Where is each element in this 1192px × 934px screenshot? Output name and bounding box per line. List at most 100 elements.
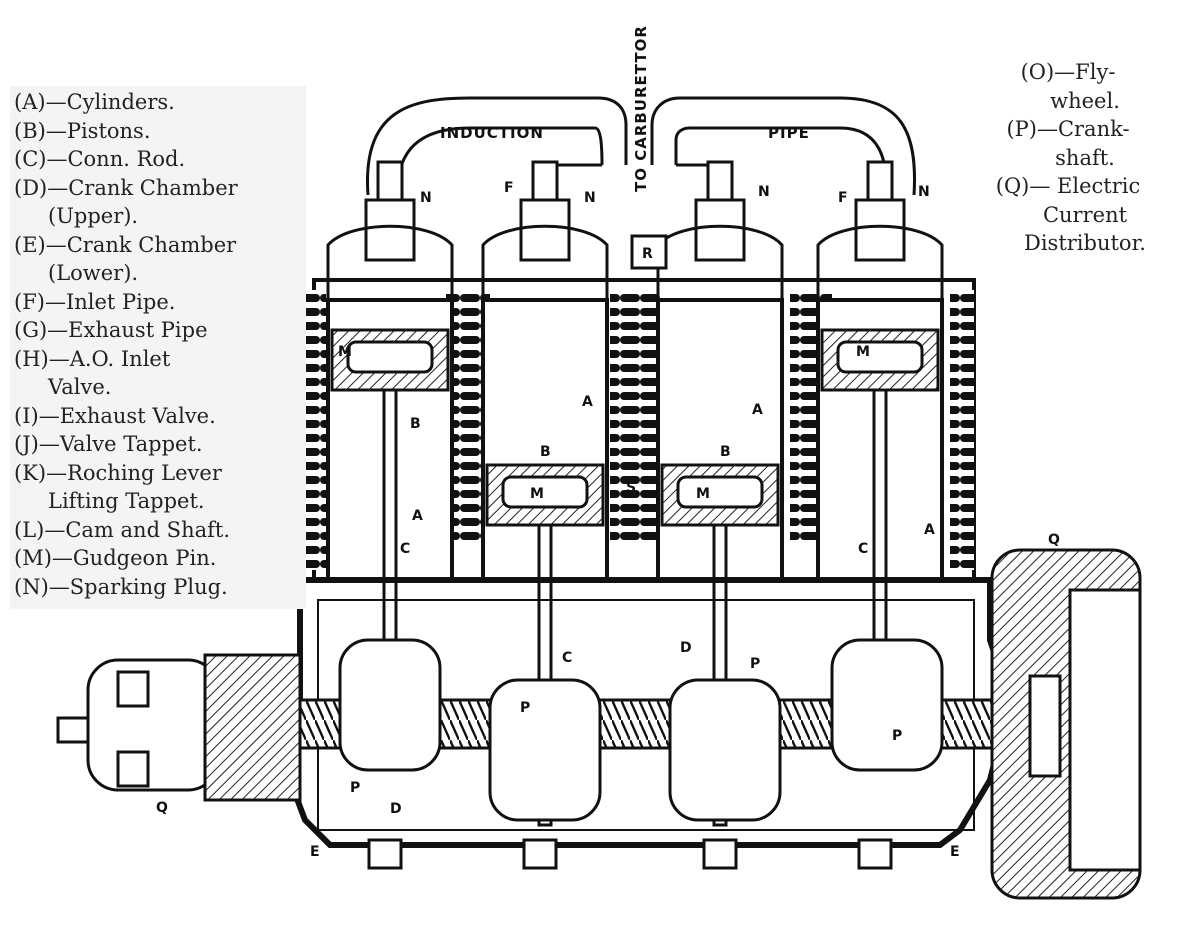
label-b-3: B (720, 444, 731, 460)
flywheel (990, 548, 1142, 900)
label-p-1: P (520, 700, 530, 716)
legend-key: (M) (14, 546, 52, 570)
legend-text: —Crank Chamber (45, 232, 237, 257)
legend-key: (D) (14, 175, 48, 200)
cooling-fins-right (950, 290, 974, 570)
legend-continuation: (Upper). (48, 204, 139, 228)
legend-left-entry: (G)—Exhaust Pipe (14, 316, 306, 345)
label-c-2: C (562, 650, 572, 666)
label-a-2: A (752, 402, 763, 418)
label-b-1: B (410, 416, 421, 432)
legend-key: (J) (14, 432, 39, 456)
legend-text: —Pistons. (45, 118, 151, 143)
label-m-3: M (696, 486, 710, 502)
label-q-2: Q (1048, 532, 1060, 548)
cooling-fins-2 (610, 290, 660, 540)
legend-left-entry: (E)—Crank Chamber (Lower). (14, 231, 306, 288)
legend-key: (B) (14, 118, 46, 143)
spark-plug-2 (481, 160, 609, 300)
legend-text: —Inlet Pipe. (44, 289, 176, 314)
label-p-4: P (892, 728, 902, 744)
spark-plug-4 (816, 160, 944, 300)
legend-right-entry: (O)—Fly-wheel. (978, 58, 1158, 115)
piston-2 (485, 463, 605, 527)
conn-rod-1 (382, 388, 398, 662)
label-m-2: M (530, 486, 544, 502)
distributor (56, 653, 302, 802)
legend-text: —Gudgeon Pin. (51, 546, 217, 570)
label-e-2: E (950, 844, 960, 860)
piston-1 (330, 328, 450, 392)
label-m-4: M (856, 344, 870, 360)
label-f-2: F (838, 190, 848, 206)
label-d-2: D (390, 801, 402, 817)
label-n-2: N (584, 190, 596, 206)
legend-text: —Roching Lever (46, 460, 222, 485)
pipe-label: PIPE (768, 124, 810, 142)
legend-continuation: wheel. (1050, 88, 1120, 113)
legend-key: (I) (14, 403, 39, 428)
legend-text: —A.O. Inlet (48, 346, 171, 371)
legend-key: (O) (1020, 60, 1055, 84)
cylinder-1 (326, 160, 454, 662)
legend-key: (E) (14, 232, 46, 257)
label-p-2: P (750, 656, 760, 672)
legend-left-entry: (D)—Crank Chamber (Upper). (14, 174, 306, 231)
legend-left-entry: (A)—Cylinders. (14, 88, 306, 117)
legend-key: (L) (14, 517, 45, 542)
label-b-2: B (540, 444, 551, 460)
cylinder-4 (816, 160, 944, 662)
label-a-1: A (582, 394, 593, 410)
legend-continuation: Current (1042, 202, 1128, 227)
legend-continuation: (Lower). (48, 261, 139, 285)
legend-text: —Sparking Plug. (48, 574, 228, 599)
legend-left-entry: (M)—Gudgeon Pin. (14, 544, 306, 573)
base-bolt-1 (367, 838, 403, 870)
legend-right: (O)—Fly-wheel.(P)—Crank-shaft.(Q)— Elect… (978, 58, 1158, 258)
base-bolt-4 (857, 838, 893, 870)
label-a-4: A (924, 522, 935, 538)
label-p-3: P (350, 780, 360, 796)
to-carburettor-label: TO CARBURETTOR (632, 25, 650, 192)
label-e-1: E (310, 844, 320, 860)
legend-text: —Exhaust Pipe (47, 318, 208, 342)
label-f-1: F (504, 180, 514, 196)
label-r: R (642, 246, 653, 262)
piston-3 (660, 463, 780, 527)
label-c-3: C (858, 541, 868, 557)
spark-plug-1 (326, 160, 454, 300)
legend-left-entry: (I)—Exhaust Valve. (14, 402, 306, 431)
label-m-1: M (338, 344, 352, 360)
legend-right-entry: (P)—Crank-shaft. (978, 115, 1158, 172)
legend-left-entry: (J)—Valve Tappet. (14, 430, 306, 459)
legend-continuation: shaft. (1055, 145, 1115, 170)
junction-r (630, 234, 668, 270)
label-c-1: C (400, 541, 410, 557)
legend-continuation: Distributor. (1024, 231, 1146, 255)
label-d-1: D (680, 640, 692, 656)
legend-text: —Fly- (1054, 60, 1116, 84)
legend-left-entry: (B)—Pistons. (14, 117, 306, 146)
conn-rod-4 (872, 388, 888, 662)
label-q-1: Q (156, 800, 168, 816)
legend-left-entry: (F)—Inlet Pipe. (14, 288, 306, 317)
legend-key: (Q) (995, 174, 1030, 198)
label-n-4: N (918, 184, 930, 200)
crankshaft (228, 638, 1032, 822)
label-n-1: N (420, 190, 432, 206)
label-s: S (626, 480, 636, 496)
legend-key: (H) (14, 346, 49, 371)
legend-key: (A) (14, 90, 46, 114)
legend-text: —Crank Chamber (47, 175, 238, 200)
label-a-3: A (412, 508, 423, 524)
legend-continuation: Valve. (48, 375, 112, 399)
part-labels: A A A A B B B C C C D D E E F F M M M M … (156, 180, 1060, 860)
legend-left-entry: (L)—Cam and Shaft. (14, 516, 306, 545)
legend-text: —Cam and Shaft. (44, 517, 231, 542)
legend-key: (K) (14, 460, 47, 485)
cylinder-2 (481, 160, 609, 827)
